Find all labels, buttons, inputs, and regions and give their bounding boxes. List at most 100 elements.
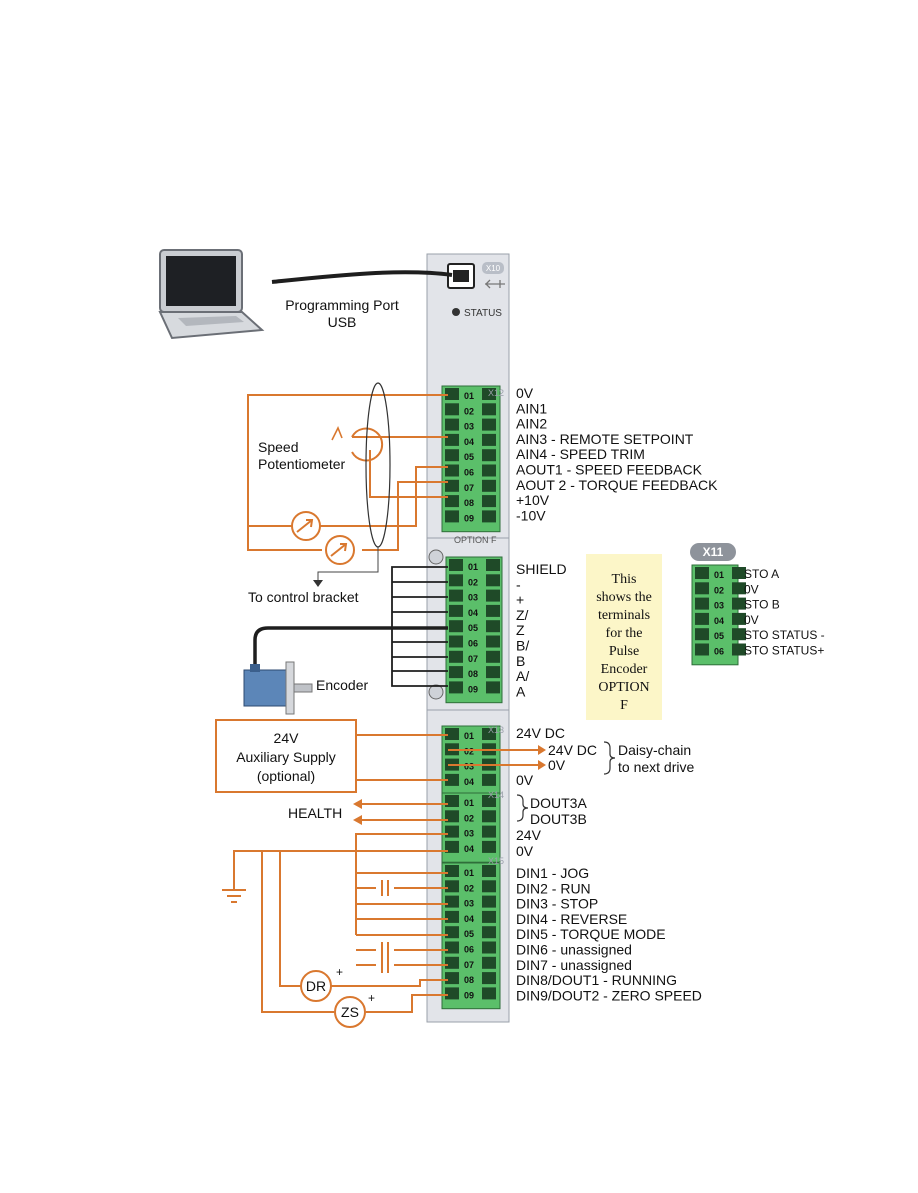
aux-supply-line2: Auxiliary Supply: [236, 749, 336, 765]
x14-pin-03: 03: [464, 829, 474, 839]
x13-pin-03: 03: [464, 762, 474, 772]
option_f-screw-09: [449, 681, 463, 694]
x15-clamp-04: [482, 910, 496, 923]
option_f-label-03: +: [516, 592, 524, 608]
x12-pin-05: 05: [464, 452, 474, 462]
x15-pin-03: 03: [464, 899, 474, 909]
note-line: Pulse: [609, 644, 639, 659]
x11-pin-06: 06: [714, 647, 724, 657]
arrow-right-icon: [538, 760, 546, 770]
status-label: STATUS: [464, 308, 502, 319]
x14-pin-01: 01: [464, 798, 474, 808]
x14-screw-01: [445, 795, 459, 807]
x15-clamp-09: [482, 987, 496, 1000]
option_f-label-04: Z/: [516, 607, 529, 623]
x12-screw-07: [445, 479, 459, 492]
x12-pin-08: 08: [464, 498, 474, 508]
x14-wiring: [233, 803, 448, 935]
x12-screw-09: [445, 510, 459, 523]
option_f-label-06: B/: [516, 638, 529, 654]
x12-pin-01: 01: [464, 391, 474, 401]
option_f-pin-02: 02: [468, 577, 478, 587]
option_f-pin-04: 04: [468, 608, 478, 618]
daisy-chain-label: Daisy-chain: [618, 742, 691, 758]
note-box: [586, 554, 662, 720]
arrow-down-icon: [313, 580, 323, 587]
x12-label-06: AOUT1 - SPEED FEEDBACK: [516, 462, 703, 478]
x11-pin-04: 04: [714, 616, 724, 626]
x12-label-08: +10V: [516, 492, 550, 508]
health-label: HEALTH: [288, 805, 342, 821]
x11-screw-06: [695, 643, 709, 656]
encoder-cable: [253, 626, 448, 664]
x12-screw-01: [445, 388, 459, 400]
x11-screw-01: [695, 567, 709, 579]
x11-label-06: STO STATUS+: [744, 644, 824, 658]
option_f-screw-06: [449, 635, 463, 648]
x12-clamp-05: [482, 449, 496, 462]
encoder-icon: [243, 661, 313, 715]
x13-clamp-01: [482, 728, 496, 740]
option_f-screw-07: [449, 650, 463, 663]
x11-screw-03: [695, 597, 709, 610]
x13-screw-01: [445, 728, 459, 740]
zs-relay-icon: ZS +: [334, 991, 375, 1028]
option-f-label: OPTION F: [454, 535, 497, 545]
x11-label-05: STO STATUS -: [744, 628, 825, 642]
x15-label-07: DIN7 - unassigned: [516, 957, 632, 973]
x12-pin-07: 07: [464, 483, 474, 493]
x15-screw-08: [445, 972, 459, 985]
torque-meter-icon: [325, 535, 355, 565]
option_f-screw-05: [449, 620, 463, 633]
speed-pot-label-2: Potentiometer: [258, 456, 345, 472]
x11-label-02: 0V: [744, 582, 759, 596]
x15-clamp-07: [482, 956, 496, 969]
x12-label-03: AIN2: [516, 416, 547, 432]
daisy-chain-brace: [603, 741, 616, 775]
arrow-right-icon: [538, 745, 546, 755]
x13-clamp-04: [482, 773, 496, 786]
x15-clamp-05: [482, 926, 496, 939]
option_f-label-02: -: [516, 576, 521, 592]
x11-screw-02: [695, 582, 709, 595]
x11-clamp-03: [732, 597, 746, 610]
x15-label-05: DIN5 - TORQUE MODE: [516, 926, 666, 942]
option_f-pin-05: 05: [468, 623, 478, 633]
aux-supply-line1: 24V: [274, 730, 300, 746]
x12-pin-03: 03: [464, 422, 474, 432]
x13-wiring: [356, 734, 538, 781]
x15-clamp-02: [482, 880, 496, 893]
x12-clamp-03: [482, 418, 496, 431]
x15-screw-06: [445, 941, 459, 954]
option_f-clamp-06: [486, 635, 500, 648]
x12-clamp-07: [482, 479, 496, 492]
x12-clamp-02: [482, 403, 496, 416]
x13-pin-02: 02: [464, 746, 474, 756]
ground-icon: [222, 889, 246, 903]
arrow-left-icon: [353, 799, 362, 809]
x14-pin-04: 04: [464, 844, 474, 854]
x15-label-04: DIN4 - REVERSE: [516, 911, 627, 927]
x12-clamp-08: [482, 495, 496, 508]
x15-screw-01: [445, 865, 459, 877]
option_f-screw-08: [449, 666, 463, 679]
x11-label-01: STO A: [744, 567, 779, 581]
x13-pin-04: 04: [464, 777, 474, 787]
x12-wiring: [247, 394, 448, 551]
x15-label-02: DIN2 - RUN: [516, 880, 591, 896]
x15-clamp-06: [482, 941, 496, 954]
x12-screw-08: [445, 495, 459, 508]
x14-clamp-03: [482, 825, 496, 838]
x11-pin-05: 05: [714, 631, 724, 641]
dr-plus: +: [336, 965, 343, 979]
option_f-pin-09: 09: [468, 684, 478, 694]
x15-screw-02: [445, 880, 459, 893]
x12-pin-02: 02: [464, 406, 474, 416]
programming-port-label: Programming Port: [285, 297, 399, 313]
encoder-label: Encoder: [316, 677, 368, 693]
x15-pin-05: 05: [464, 929, 474, 939]
option_f-pin-08: 08: [468, 669, 478, 679]
x14-label-03: 24V: [516, 827, 542, 843]
x13-screw-04: [445, 773, 459, 786]
option_f-clamp-04: [486, 604, 500, 617]
